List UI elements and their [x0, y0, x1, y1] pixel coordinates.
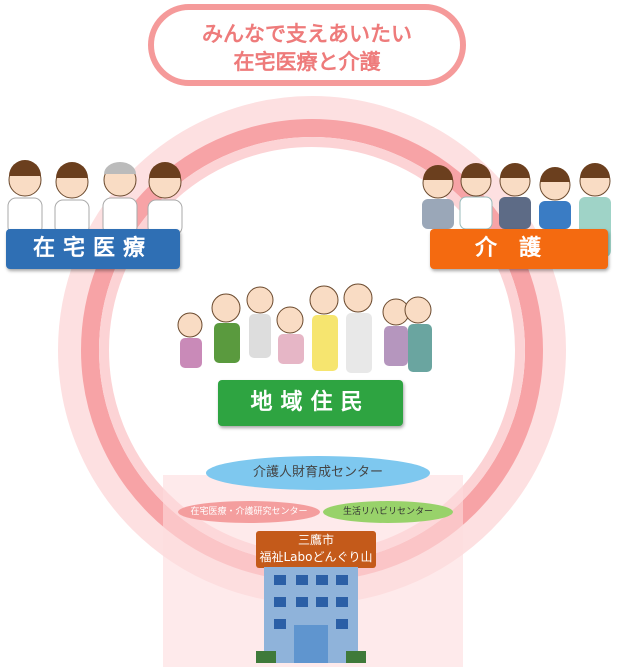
training-center-ellipse: 介護人財育成センター	[206, 456, 430, 490]
care-staff-illustration	[422, 163, 611, 257]
title-line1: みんなで支えあいたい	[202, 22, 412, 46]
facility-city: 三鷹市	[297, 533, 334, 547]
care-label: 介護	[430, 229, 608, 269]
residents-label: 地域住民	[218, 380, 403, 426]
research-center-ellipse: 在宅医療・介護研究センター	[178, 501, 320, 523]
medical-staff-illustration	[7, 160, 183, 235]
title-line2: 在宅医療と介護	[233, 50, 381, 74]
title-banner: みんなで支えあいたい 在宅医療と介護	[148, 4, 466, 86]
building-icon	[256, 567, 366, 663]
home-medical-label: 在宅医療	[6, 229, 180, 269]
residents-illustration	[177, 283, 432, 373]
facility-name: 福祉Laboどんぐり山	[259, 550, 373, 564]
rehab-center-ellipse: 生活リハビリセンター	[323, 501, 453, 523]
facility-label: 三鷹市 福祉Laboどんぐり山	[256, 531, 376, 568]
